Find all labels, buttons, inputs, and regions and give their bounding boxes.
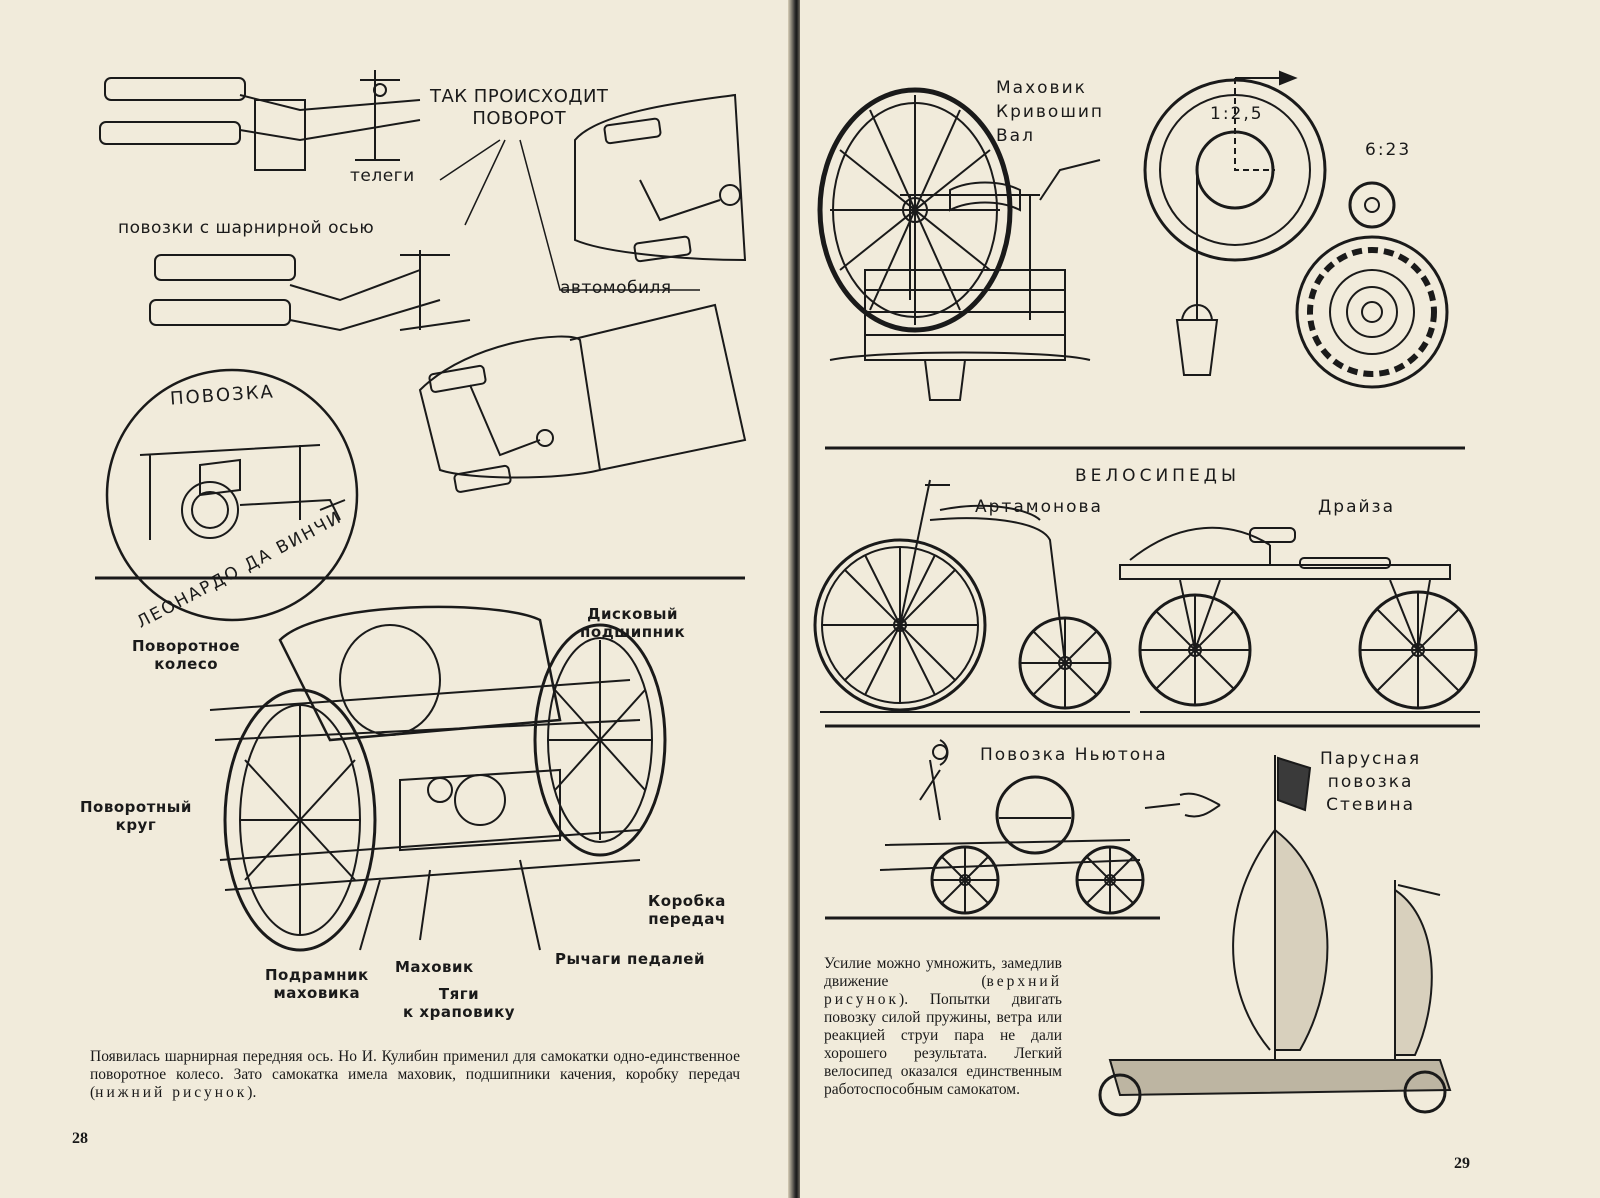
well-flywheel-drawing bbox=[817, 87, 1101, 401]
drais-bicycle-drawing bbox=[1119, 526, 1478, 710]
page-number-right: 29 bbox=[1454, 1155, 1470, 1172]
label-pedal-levers: Рычаги педалей bbox=[555, 950, 705, 968]
right-caption: Усилие можно умножить, замедлив движение… bbox=[824, 955, 1062, 1099]
bicycles-title: ВЕЛОСИПЕДЫ bbox=[1075, 466, 1240, 486]
ratio-pulley: 1:2,5 bbox=[1210, 104, 1264, 124]
label-newton-carriage: Повозка Ньютона bbox=[980, 745, 1168, 765]
kulibin-carriage-drawing bbox=[209, 605, 667, 952]
left-caption-end: ). bbox=[247, 1084, 257, 1101]
label-artamonov: Артамонова bbox=[975, 497, 1103, 517]
cart-drawing bbox=[99, 70, 421, 171]
left-caption-emphasis: нижний рисунок bbox=[95, 1084, 248, 1101]
left-caption-text: Появилась шарнирная передняя ось. Но И. … bbox=[90, 1048, 740, 1101]
car-bottom-drawing bbox=[418, 303, 747, 493]
artamonov-bicycle-drawing bbox=[813, 479, 1112, 712]
page-number-left: 28 bbox=[72, 1130, 88, 1147]
left-page-drawings bbox=[95, 70, 747, 952]
label-carts: телеги bbox=[350, 166, 415, 186]
gears-diagram bbox=[1295, 181, 1449, 389]
label-hinged-axle: повозки с шарнирной осью bbox=[118, 218, 375, 238]
label-cars: автомобиля bbox=[560, 278, 672, 298]
label-drais: Драйза bbox=[1318, 497, 1395, 517]
car-top-drawing bbox=[574, 93, 747, 263]
right-page-drawings bbox=[813, 70, 1480, 1117]
pulley-diagram bbox=[1143, 70, 1327, 376]
left-caption: Появилась шарнирная передняя ось. Но И. … bbox=[90, 1048, 740, 1102]
right-caption-end: ). Попытки двигать повозку силой пружины… bbox=[824, 991, 1062, 1098]
right-caption-text: Усилие можно умножить, замедлив движение… bbox=[824, 955, 1062, 990]
stevin-sail-carriage-drawing bbox=[1098, 755, 1452, 1117]
label-flywheel: Маховик bbox=[395, 958, 474, 976]
hinged-cart-drawing bbox=[149, 250, 471, 332]
right-caption-emphasis: верхний рисунок bbox=[824, 973, 1062, 1008]
ratio-gears: 6:23 bbox=[1365, 140, 1412, 160]
leonardo-medallion bbox=[105, 368, 359, 622]
newton-carriage-drawing bbox=[879, 739, 1221, 915]
